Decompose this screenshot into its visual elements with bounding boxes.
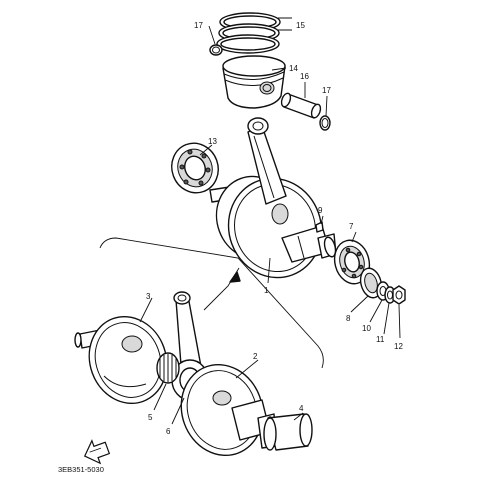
drawing-code: 3EB351-5030 — [58, 465, 104, 474]
crank-pin — [263, 413, 313, 451]
piston-pin — [280, 92, 322, 119]
callout-9: 9 — [318, 206, 323, 215]
fwd-arrow-icon — [83, 439, 111, 465]
callout-8: 8 — [346, 314, 351, 323]
circlip-upper — [209, 44, 223, 56]
piston-rings — [216, 12, 281, 54]
callout-13: 13 — [208, 137, 217, 146]
callout-16: 16 — [300, 72, 309, 81]
exploded-group-bracket — [99, 237, 324, 369]
callout-12: 12 — [394, 342, 403, 351]
callout-1: 1 — [264, 286, 269, 295]
crank-left — [74, 315, 168, 405]
crank-right — [180, 363, 277, 457]
nut — [392, 285, 406, 305]
needle-bearing — [156, 352, 180, 384]
bearing-left — [171, 142, 219, 194]
callout-3: 3 — [146, 292, 151, 301]
woodruff-key — [315, 221, 324, 233]
callout-15: 15 — [296, 21, 305, 30]
callout-7: 7 — [349, 222, 354, 231]
bearing-right — [333, 239, 371, 285]
callout-17-upper: 17 — [194, 21, 203, 30]
leader-lines — [139, 17, 401, 425]
callout-2: 2 — [253, 352, 258, 361]
spacer — [359, 267, 383, 299]
callout-10: 10 — [362, 324, 371, 333]
crankshaft-assembly — [209, 117, 337, 279]
callout-numbers: 15 17 14 16 17 13 9 7 1 8 10 11 12 3 2 4… — [146, 21, 403, 436]
callout-5: 5 — [148, 413, 153, 422]
circlip-right — [319, 115, 331, 131]
callout-11: 11 — [376, 335, 385, 344]
piston — [222, 55, 286, 109]
callout-6: 6 — [166, 427, 171, 436]
callout-4: 4 — [299, 404, 304, 413]
callout-14: 14 — [289, 64, 298, 73]
callout-17-right: 17 — [322, 86, 331, 95]
